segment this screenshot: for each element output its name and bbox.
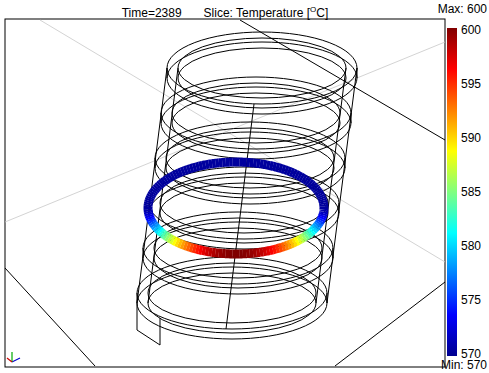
coil-wireframe	[137, 32, 357, 345]
plot-frame	[5, 19, 445, 367]
max-value: Max: 600	[438, 2, 487, 16]
colorbar-tick: 575	[461, 293, 481, 307]
colorbar-tick: 600	[461, 23, 481, 37]
axis-triad	[7, 352, 20, 362]
quantity-label: Slice: Temperature [	[204, 6, 311, 20]
colorbar-tick: 585	[461, 185, 481, 199]
temperature-slice	[148, 162, 324, 254]
colorbar-tick: 595	[461, 77, 481, 91]
grid-lines	[5, 20, 445, 262]
time-label: Time=2389	[122, 6, 182, 20]
domain-outline	[5, 20, 445, 366]
min-value: Min: 570	[441, 358, 487, 372]
color-bar	[447, 28, 457, 356]
degree-superscript: O	[310, 5, 316, 14]
colorbar-tick: 580	[461, 239, 481, 253]
plot-title: Time=2389 Slice: Temperature [OC]	[5, 3, 445, 20]
quantity-label: C]	[316, 6, 328, 20]
colorbar-tick: 590	[461, 131, 481, 145]
